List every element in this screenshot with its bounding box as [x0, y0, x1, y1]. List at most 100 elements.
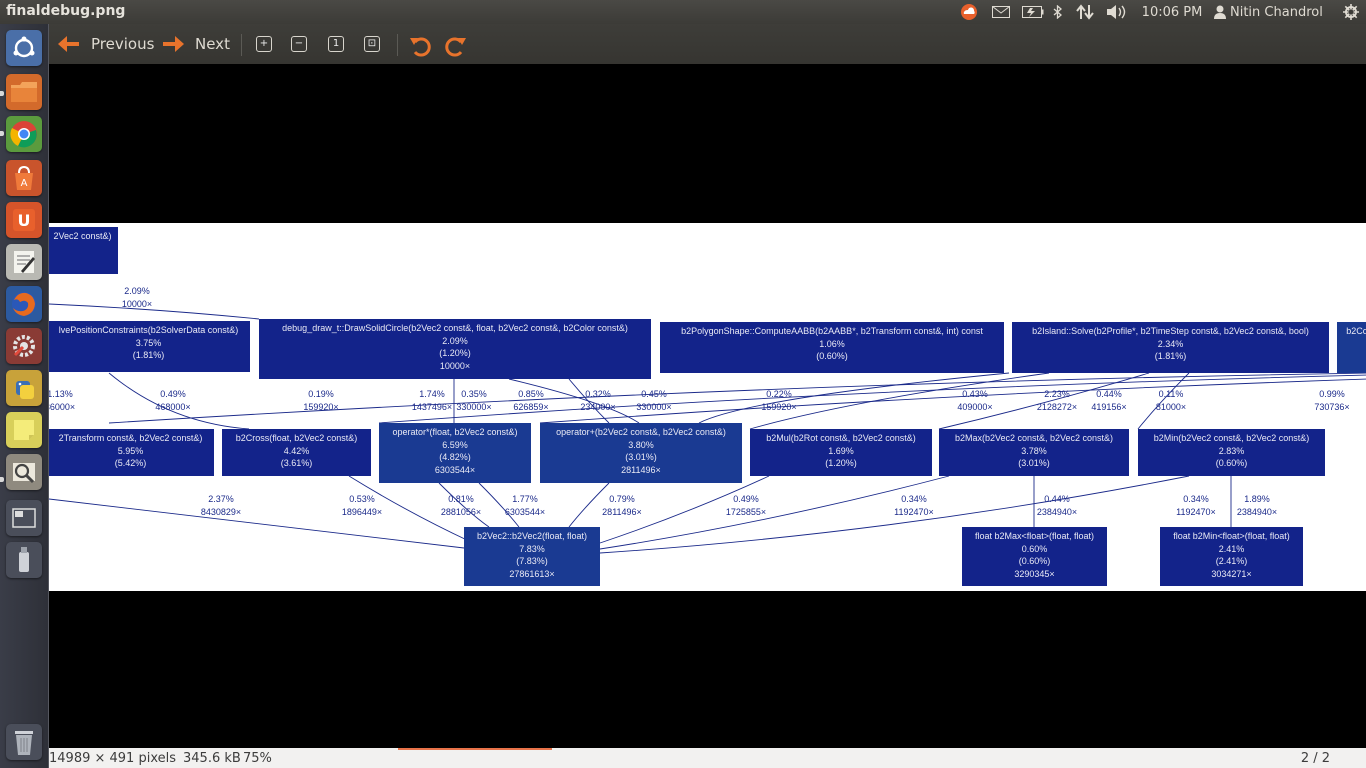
user-name[interactable]: Nitin Chandrol [1230, 4, 1323, 20]
graph-edge [539, 378, 1366, 424]
bluetooth-icon[interactable] [1050, 0, 1066, 24]
edge-percent: 0.22% [766, 389, 792, 399]
edge-percent: 1.74% [419, 389, 445, 399]
edge-call-count: 159920× [303, 401, 339, 412]
trash-icon[interactable] [6, 724, 42, 760]
node-function-name: 2Transform const&, b2Vec2 const&) [58, 433, 203, 443]
image-viewer-icon[interactable] [6, 454, 42, 490]
edge-label: 2.09%10000× [122, 285, 152, 310]
workspace-switcher-icon[interactable] [6, 500, 42, 536]
edge-call-count: 330000× [636, 401, 672, 412]
ubuntu-one-icon[interactable] [958, 0, 980, 24]
node-metric: 2.09% [442, 335, 468, 346]
edge-call-count: 330000× [456, 401, 492, 412]
graph-node: float b2Min<float>(float, float)2.41%(2.… [1160, 527, 1303, 586]
text-editor-icon[interactable] [6, 244, 42, 280]
edge-percent: 1.13% [49, 389, 73, 399]
node-metric: 27861613× [509, 568, 555, 579]
toolbar: Previous Next + − 1 ⊡ [49, 24, 1366, 64]
system-settings-icon[interactable] [6, 328, 42, 364]
node-metric: 5.95% [117, 445, 144, 456]
edge-call-count: 8430829× [200, 506, 242, 517]
power-icon[interactable] [1340, 0, 1362, 24]
files-icon[interactable] [6, 74, 42, 110]
graph-edge [568, 378, 610, 424]
graph-node: 2Transform const&, b2Vec2 const&)5.95%(5… [49, 429, 214, 476]
graph-node: b2Vec2::b2Vec2(float, float)7.83%(7.83%)… [464, 527, 600, 586]
node-metric: 0.60% [1021, 543, 1048, 554]
node-metric: 3034271× [1211, 568, 1252, 579]
edge-percent: 0.49% [733, 494, 759, 504]
image-file-size: 345.6 kB [183, 751, 241, 766]
ubuntu-software-center-icon[interactable]: A [6, 160, 42, 196]
rotate-left-icon[interactable] [409, 32, 431, 60]
edge-percent: 0.19% [308, 389, 334, 399]
node-metric: 1.06% [819, 338, 845, 349]
edge-label: 0.99%730736× [1314, 388, 1349, 413]
edge-percent: 0.43% [962, 389, 988, 399]
graph-edge [438, 482, 490, 528]
rotate-right-icon[interactable] [445, 32, 467, 60]
edge-percent: 0.34% [1183, 494, 1209, 504]
edge-call-count: 468000× [155, 401, 191, 412]
node-metric: 1.69% [828, 445, 854, 456]
node-function-name: b2Co [1346, 326, 1366, 336]
node-metric: (0.60%) [1018, 556, 1051, 567]
image-canvas[interactable]: 2Vec2 const&)lvePositionConstraints(b2So… [49, 64, 1366, 748]
launcher: A U [0, 24, 49, 768]
mail-icon[interactable] [990, 0, 1012, 24]
edge-label: 0.49%468000× [155, 388, 190, 413]
edge-call-count: 2881056× [440, 506, 482, 517]
ubuntu-one-launcher-icon[interactable]: U [6, 202, 42, 238]
node-metric: 2.83% [1218, 445, 1245, 456]
edge-call-count: 2384940× [1036, 506, 1078, 517]
previous-button[interactable]: Previous [57, 30, 154, 58]
best-fit-icon[interactable]: ⊡ [364, 36, 380, 52]
edge-label: 1.89%2384940× [1237, 493, 1277, 518]
progress-accent [398, 748, 552, 750]
edge-percent: 0.45% [641, 389, 667, 399]
edge-label: 2.37%8430829× [201, 493, 241, 518]
node-function-name: b2Island::Solve(b2Profile*, b2TimeStep c… [1032, 326, 1309, 336]
edge-percent: 0.11% [1158, 389, 1184, 399]
usb-drive-icon[interactable] [6, 542, 42, 578]
node-metric: 3.80% [628, 439, 654, 450]
graph-edge [749, 372, 1050, 430]
zoom-out-icon[interactable]: − [291, 36, 307, 52]
edge-percent: 0.81% [448, 494, 474, 504]
node-function-name: float b2Min<float>(float, float) [1173, 531, 1290, 541]
graph-edge [599, 475, 770, 544]
node-metric: (0.60%) [1215, 458, 1248, 469]
node-metric: 10000× [439, 360, 471, 371]
image-dimensions: 14989 × 491 pixels [49, 751, 176, 766]
edge-percent: 0.44% [1096, 389, 1122, 399]
firefox-icon[interactable] [6, 286, 42, 322]
edge-label: 0.43%409000× [957, 388, 992, 413]
volume-icon[interactable] [1104, 0, 1130, 24]
graph-edge [49, 498, 465, 549]
battery-icon[interactable] [1020, 0, 1046, 24]
network-icon[interactable] [1074, 0, 1096, 24]
normal-size-icon[interactable]: 1 [328, 36, 344, 52]
edge-label: 0.34%1192470× [894, 493, 934, 518]
sticky-notes-icon[interactable] [6, 412, 42, 448]
clock[interactable]: 10:06 PM [1141, 4, 1203, 20]
user-icon[interactable] [1212, 0, 1228, 24]
graph-edge [1137, 372, 1190, 430]
graph-edge [108, 372, 250, 430]
zoom-in-icon[interactable]: + [256, 36, 272, 52]
chromium-browser-icon[interactable] [6, 116, 42, 152]
edge-percent: 2.23% [1044, 389, 1070, 399]
edge-call-count: 626859× [513, 401, 549, 412]
node-metric: 3.78% [1021, 445, 1047, 456]
node-metric: (1.20%) [825, 458, 857, 469]
edge-label: 1.77%6303544× [505, 493, 545, 518]
python-idle-icon[interactable] [6, 370, 42, 406]
graph-node: float b2Max<float>(float, float)0.60%(0.… [962, 527, 1107, 586]
dash-home-icon[interactable] [6, 30, 42, 66]
edge-label: 1.74%1437496× [412, 388, 452, 413]
node-metric: (1.81%) [132, 350, 165, 361]
graph-node: b2Co [1337, 322, 1366, 373]
node-metric: 2.41% [1218, 543, 1245, 554]
next-button[interactable]: Next [161, 30, 230, 58]
